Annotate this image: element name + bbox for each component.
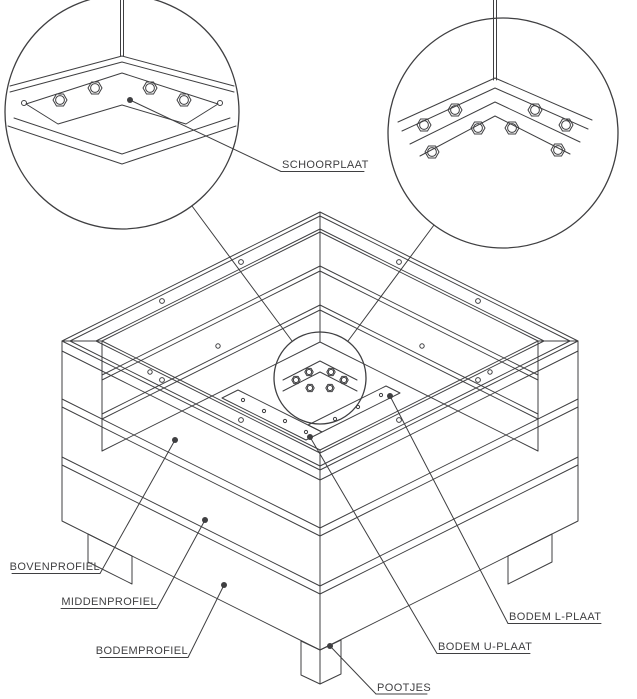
leader-line [129,99,282,172]
hex-bolt-icon [504,121,520,135]
label-middenprofiel: MIDDENPROFIEL [60,517,208,609]
leader-line [187,584,225,658]
hex-bolt-icon [305,383,315,393]
screw-icon [147,369,153,375]
plank-edge-lines [9,55,235,93]
rim-screws [147,259,493,423]
plate-hole [261,408,267,414]
screw-hole [21,100,27,106]
connector-line-left [191,205,293,342]
hex-bolt-icon [291,375,301,385]
left-face-plank-lines [61,350,321,595]
label-bodem-u-plaat: BODEM U-PLAAT [307,434,532,654]
leader-line [389,395,509,624]
schoorplaat-plate-outline [25,72,219,125]
labels: SCHOORPLAAT BOVENPROFIEL MIDDENPROFIEL B… [10,97,602,695]
bodem-l-plaat-outline [307,385,401,433]
screw-icon [419,343,425,349]
screw-icon [159,298,165,304]
detail-circle-right [387,0,619,249]
label-pootjes: POOTJES [327,643,431,695]
hex-bolt-icon [304,367,314,377]
hex-bolt-icon [339,375,349,385]
screw-icon [475,377,481,383]
rim-miter-joints [61,211,579,471]
label-text: BODEMPROFIEL [96,645,188,657]
screw-icon [396,259,402,265]
label-text: BODEM U-PLAAT [438,641,532,653]
hex-bolt-icon [325,383,335,393]
detail-connectors [191,205,435,342]
right-face-plank-lines [319,350,579,595]
planter-drawing [61,211,579,685]
plank-bottom-edges [7,117,237,165]
screw-icon [215,343,221,349]
label-bodemprofiel: BODEMPROFIEL [96,582,227,658]
screw-icon [475,298,481,304]
corner-post-lines [493,0,497,81]
label-bovenprofiel: BOVENPROFIEL [10,437,178,574]
hex-bolt-icon [52,93,68,107]
leader-line [309,436,438,654]
hex-bolt-icon [176,93,192,107]
screw-icon [238,259,244,265]
feet [87,533,553,685]
plate-hole [332,416,338,422]
screw-icon [487,369,493,375]
corner-post-lines [120,0,124,57]
label-text: POOTJES [377,682,431,694]
screw-hole [217,100,223,106]
foot-right [507,533,553,585]
label-text: MIDDENPROFIEL [61,596,157,608]
hex-bolt-icon [416,118,432,132]
connector-line-right [347,224,435,342]
corner-plate-lines [282,360,358,392]
plank-edge-lines [397,77,593,157]
hex-bolt-icon [142,81,158,95]
screw-icon [159,377,165,383]
wall-outline [61,340,579,651]
foot-left [87,533,133,585]
screw-icon [238,417,244,423]
interior-wall-base [101,341,539,452]
hex-bolt-icon [87,81,103,95]
interior-corner-edges [101,231,539,452]
hex-bolt-icon [558,118,574,132]
detail-circle-left [4,0,240,230]
plate-hole [282,418,288,424]
foot-front [300,639,342,685]
plate-hole [303,429,309,435]
detail-circle-right-outline [387,17,619,249]
hex-bolt-icon [424,145,440,159]
label-bodem-l-plaat: BODEM L-PLAAT [387,393,602,624]
hex-bolt-icon [470,121,486,135]
label-text: BOVENPROFIEL [10,561,100,573]
leader-line [156,519,206,609]
leader-line [329,645,377,695]
hex-bolt-icon [527,103,543,117]
detail-marker-circle [273,331,367,425]
hex-bolt-icon [447,103,463,117]
label-schoorplaat: SCHOORPLAAT [127,97,369,172]
screw-icon [396,417,402,423]
label-text: SCHOORPLAAT [282,159,369,171]
plate-hole [378,392,384,398]
plate-hole [240,397,246,403]
label-text: BODEM L-PLAAT [509,611,601,623]
detail-circle-left-outline [4,0,240,230]
interior-wall-plank-lines [101,265,539,420]
leader-line [99,439,176,574]
hex-bolt-icon [326,367,336,377]
